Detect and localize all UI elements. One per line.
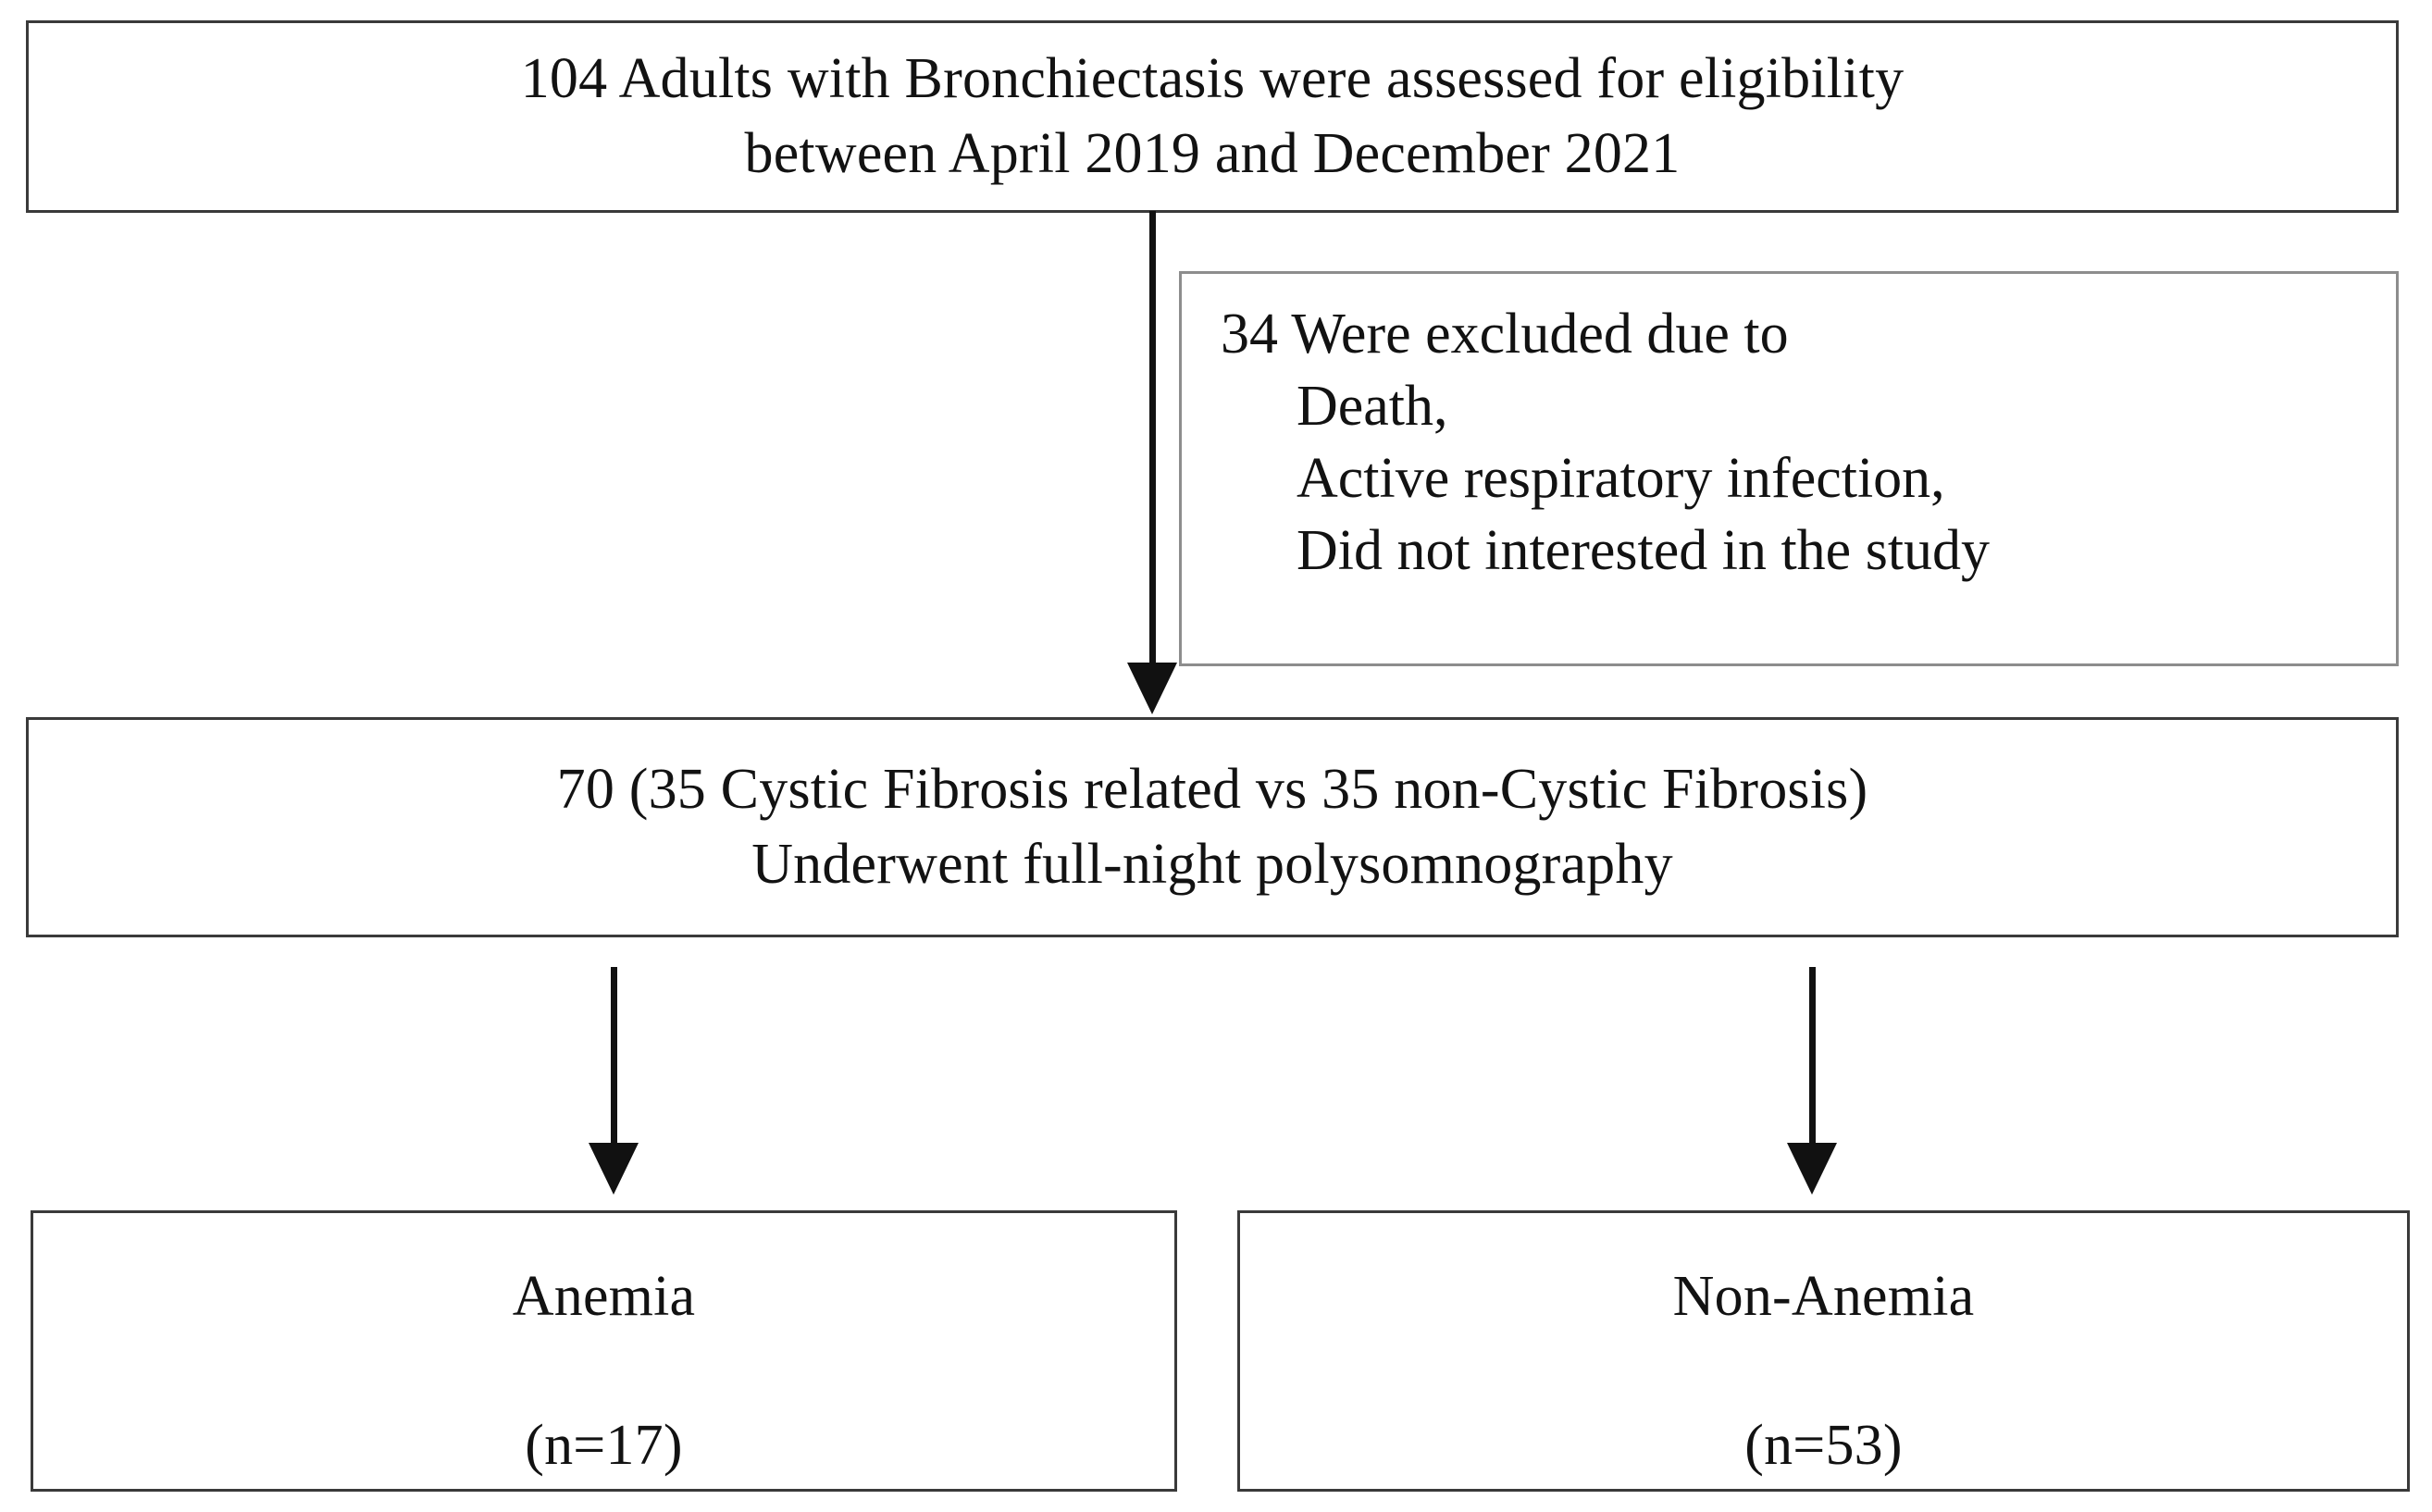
excluded-reason-item: Death,: [1297, 375, 1448, 439]
node-non-anemia: Non-Anemia (n=53): [1237, 1210, 2410, 1492]
excluded-reason-list: Death, Active respiratory infection, Did…: [1221, 370, 2396, 587]
node-anemia-label: Anemia: [512, 1265, 696, 1329]
arrow-shaft: [611, 967, 617, 1143]
node-assessed-text: 104 Adults with Bronchiectasis were asse…: [520, 47, 1905, 185]
arrow-head-icon: [1127, 663, 1177, 714]
node-anemia: Anemia (n=17): [31, 1210, 1177, 1492]
node-non-anemia-label: Non-Anemia: [1672, 1265, 1975, 1329]
excluded-reason-item: Active respiratory infection,: [1297, 447, 1945, 511]
node-non-anemia-text: Non-Anemia (n=53): [1673, 1185, 1975, 1512]
node-anemia-count: (n=17): [525, 1414, 683, 1478]
excluded-heading: 34 Were excluded due to: [1221, 303, 1789, 366]
node-non-anemia-count: (n=53): [1744, 1414, 1903, 1478]
node-anemia-text: Anemia (n=17): [513, 1185, 695, 1512]
arrow-shaft: [1809, 967, 1816, 1143]
node-polysomnography-text: 70 (35 Cystic Fibrosis related vs 35 non…: [556, 758, 1868, 896]
node-excluded: 34 Were excluded due to Death, Active re…: [1179, 271, 2399, 666]
node-assessed-for-eligibility: 104 Adults with Bronchiectasis were asse…: [26, 20, 2399, 213]
node-polysomnography: 70 (35 Cystic Fibrosis related vs 35 non…: [26, 717, 2399, 937]
arrow-head-icon: [1787, 1143, 1837, 1195]
arrow-head-icon: [589, 1143, 639, 1195]
arrow-shaft: [1149, 211, 1156, 663]
excluded-reason-item: Did not interested in the study: [1297, 519, 1991, 583]
